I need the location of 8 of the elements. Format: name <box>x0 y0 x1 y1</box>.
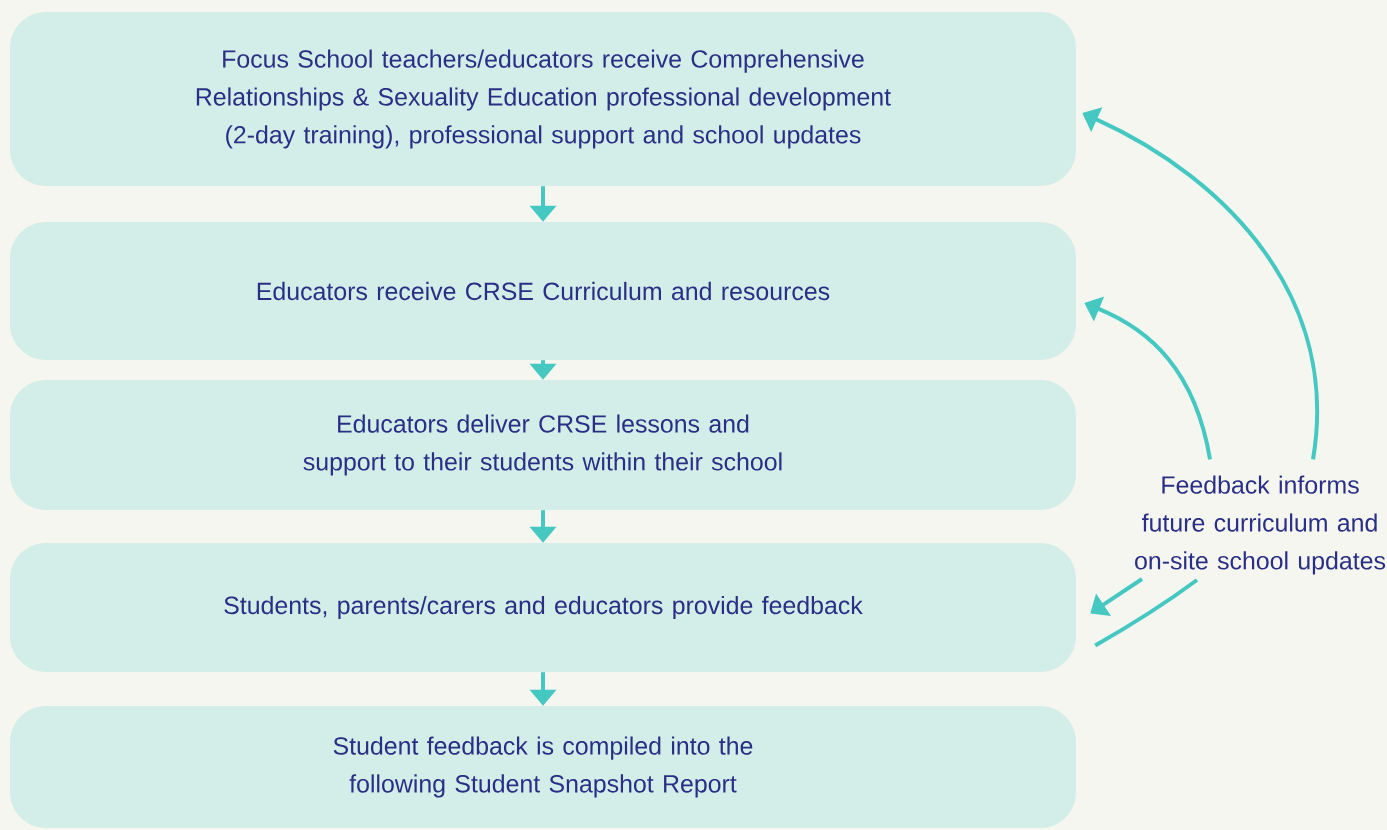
process-box: Educators receive CRSE Curriculum and resources <box>10 222 1076 360</box>
process-box: Educators deliver CRSE lessons and support to their students within their school <box>10 380 1076 510</box>
process-box: Student feedback is compiled into the following Student Snapshot Report <box>10 706 1076 828</box>
feedback-line <box>1094 578 1199 648</box>
process-box: Focus School teachers/educators receive Comprehensive Relationships & Sexuality Education professional development (2-day training), professional support and school updates <box>10 12 1076 186</box>
process-box: Students, parents/carers and educators provide feedback <box>10 543 1076 672</box>
feedback-arrow <box>1090 577 1144 616</box>
feedback-note: Feedback informs future curriculum and on-site school updates <box>1135 475 1386 575</box>
